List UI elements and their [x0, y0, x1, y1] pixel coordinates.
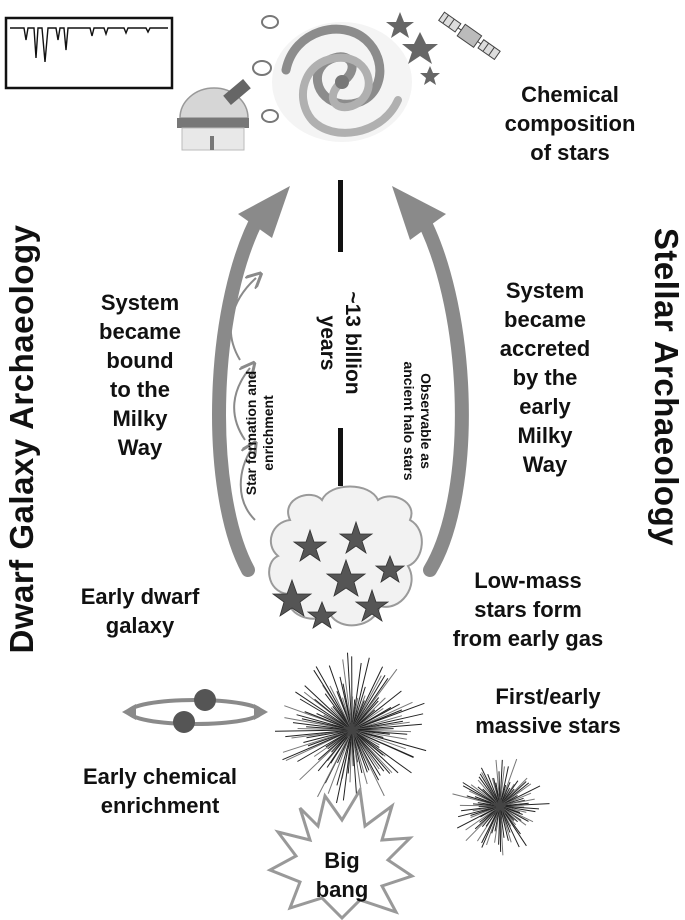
timeline-dash-top — [338, 180, 343, 252]
left-arrowhead — [238, 186, 290, 238]
observatory-icon — [177, 79, 251, 151]
early-dwarf-label: Early dwarf galaxy — [80, 584, 200, 638]
early-enrichment-label: Early chemical enrichment — [82, 764, 238, 818]
spiral-galaxy-icon — [272, 22, 412, 142]
timescale-label: ~13 billion years — [316, 291, 364, 395]
low-mass-stars-label: Low-mass stars form from early gas — [452, 568, 604, 651]
star-formation-label: Star formation and enrichment — [243, 370, 276, 496]
right-side-title: Stellar Archaeology — [648, 227, 685, 547]
satellite-icon — [438, 11, 501, 61]
right-arrowhead — [392, 186, 446, 240]
small-galaxy-icons — [252, 15, 279, 123]
system-accreted-label: System became accreted by the early Milk… — [499, 278, 591, 477]
right-arc-arrow — [411, 203, 469, 577]
orbiting-stars-icon — [122, 689, 268, 733]
massive-star-burst-large — [274, 652, 427, 804]
first-massive-stars-label: First/early massive stars — [475, 684, 621, 738]
observable-label: Observable as ancient halo stars — [401, 361, 434, 481]
chemical-composition-label: Chemical composition of stars — [504, 82, 636, 165]
massive-star-burst-small — [452, 758, 550, 856]
left-arc-arrow — [212, 203, 269, 577]
system-bound-label: System became bound to the Milky Way — [99, 290, 181, 460]
spectrum-inset — [4, 16, 174, 90]
gas-cloud-icon — [268, 485, 423, 629]
big-bang-label: Big bang — [315, 848, 369, 902]
top-star-icons — [386, 12, 440, 85]
timeline-dash-bottom — [338, 428, 343, 486]
enrichment-mini-arrows — [229, 278, 256, 521]
left-side-title: Dwarf Galaxy Archaeology — [3, 224, 40, 654]
big-bang-icon — [266, 785, 416, 920]
